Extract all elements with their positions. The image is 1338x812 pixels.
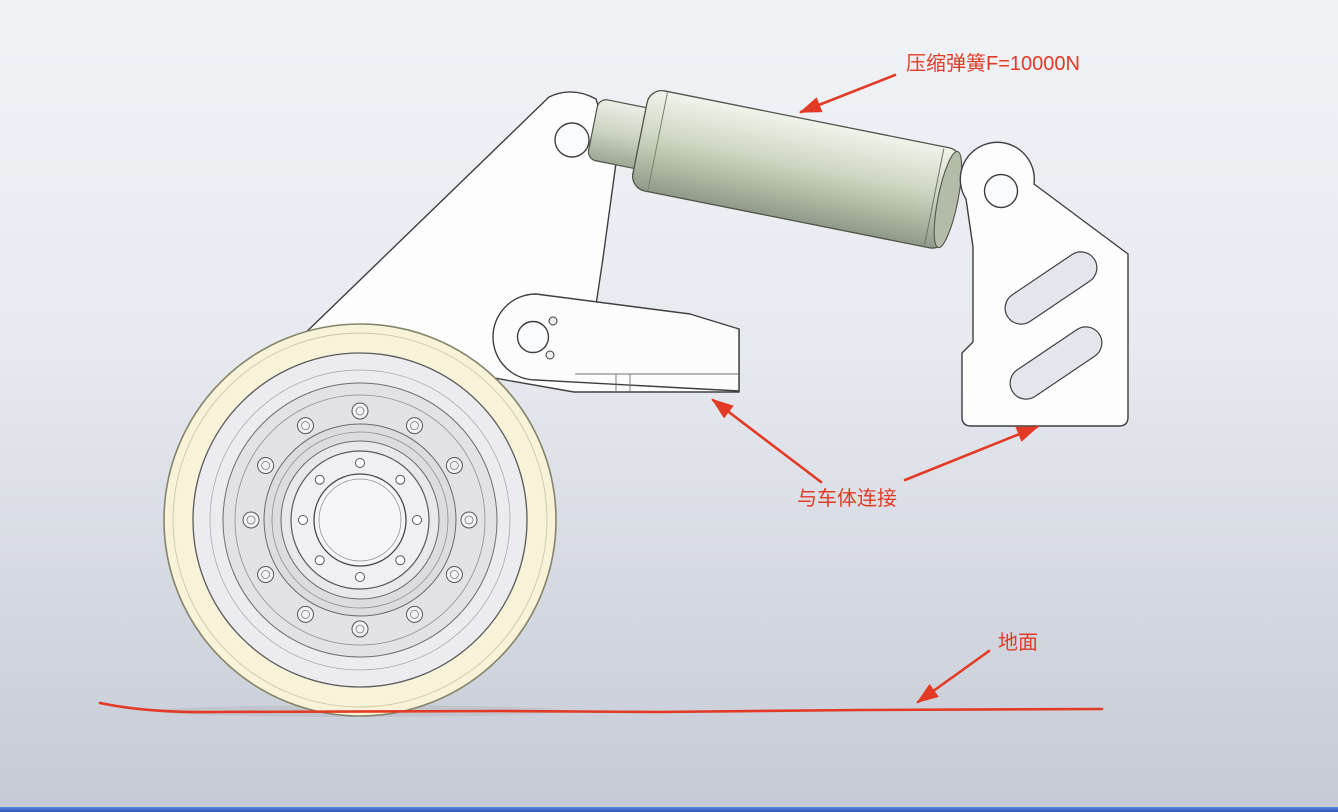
ground-annotation-label: 地面 — [998, 632, 1038, 654]
cylinder-seam-left — [647, 92, 668, 191]
spring-cylinder[interactable] — [583, 79, 968, 252]
body-connection-arrow-right — [903, 425, 1039, 482]
body-connection-arrow-left — [711, 398, 823, 484]
body-mount-bracket[interactable] — [959, 141, 1129, 427]
arm-pivot-lug[interactable] — [492, 293, 740, 392]
small-hole — [548, 316, 558, 326]
pivot-lug-hole — [516, 320, 550, 354]
arm-top-pivot-hole — [554, 122, 590, 158]
ground-arrow — [916, 649, 991, 704]
spring-annotation-label: 压缩弹簧F=10000N — [906, 53, 1080, 75]
annotations — [98, 73, 1104, 714]
cylinder-body[interactable] — [630, 88, 964, 251]
wheel-bolt-ring-outer — [242, 402, 478, 638]
wheel-bolt-ring-inner — [298, 458, 422, 582]
cylinder-seam-right — [924, 148, 945, 245]
bracket-slot-upper — [1004, 251, 1098, 325]
small-hole — [545, 350, 555, 360]
arm-notch-lines — [615, 374, 631, 391]
wheel-center-bore — [313, 473, 407, 567]
ground-line — [98, 701, 1104, 714]
bracket-slot-lower — [1009, 326, 1103, 400]
bracket-pivot-hole — [983, 173, 1019, 209]
spring-arrow — [799, 73, 897, 114]
window-bottom-edge — [0, 807, 1338, 812]
wheel[interactable] — [155, 323, 565, 717]
body-connection-annotation-label: 与车体连接 — [797, 488, 897, 510]
